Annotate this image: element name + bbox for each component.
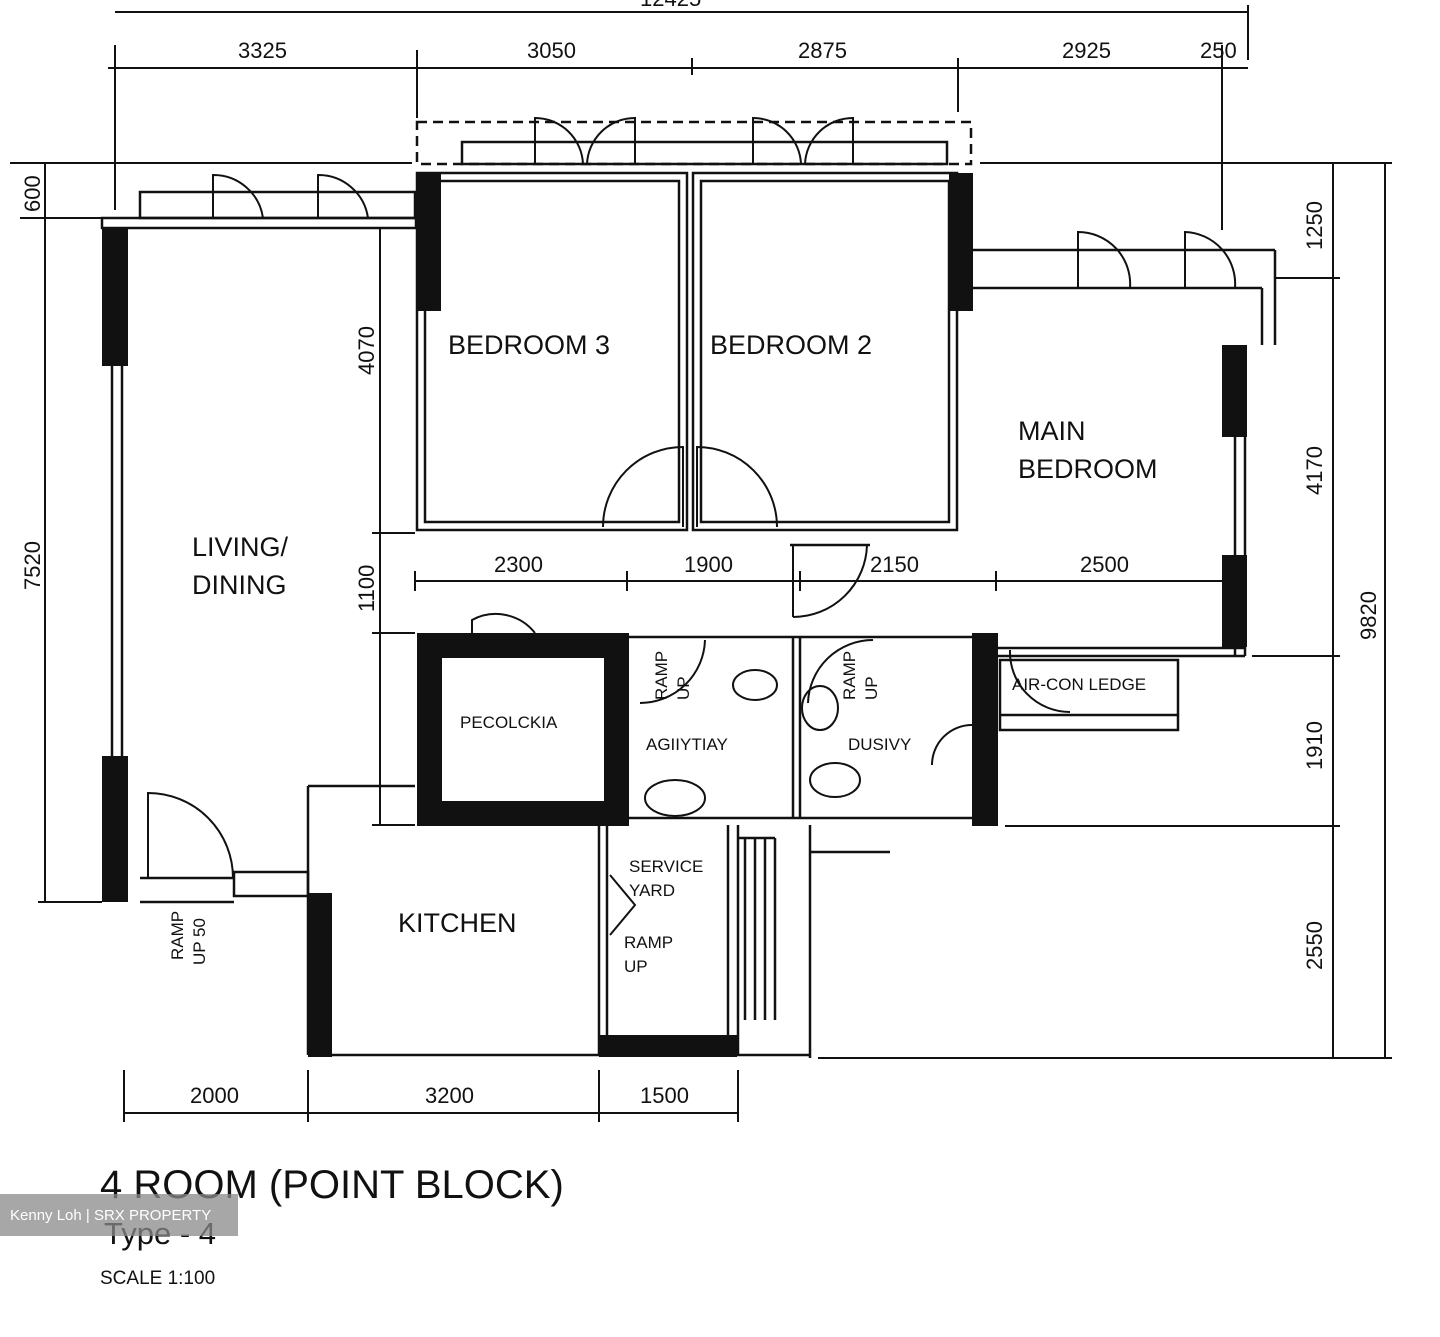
- room-label-household-shelter: PECOLCKIA: [460, 713, 558, 732]
- room-label-bedroom3: BEDROOM 3: [448, 330, 610, 360]
- watermark-text: Kenny Loh | SRX PROPERTY: [10, 1207, 211, 1224]
- household-shelter-interior: [440, 656, 606, 803]
- dim-right-2: 4170: [1302, 446, 1327, 495]
- dim-overall-width: 12425: [640, 0, 701, 11]
- dim-left-2: 7520: [20, 541, 45, 590]
- room-label-air-con-ledge: AIR-CON LEDGE: [1012, 675, 1146, 694]
- dim-bottom-1: 2000: [190, 1083, 239, 1108]
- dim-bottom-2: 3200: [425, 1083, 474, 1108]
- ramp-up-label-bath2: UP: [862, 676, 881, 700]
- dim-middle-2: 1900: [684, 552, 733, 577]
- room-label-living-line2: DINING: [192, 570, 287, 600]
- dim-top-3: 2875: [798, 38, 847, 63]
- dim-far-right: 9820: [1356, 591, 1381, 640]
- doors: [147, 116, 1237, 936]
- room-label-bath2: DUSIVY: [848, 735, 911, 754]
- dim-top-5: 250: [1200, 38, 1237, 63]
- dim-left-1: 600: [20, 175, 45, 212]
- dim-right-1: 1250: [1302, 201, 1327, 250]
- dim-inner-left-2: 1100: [354, 565, 379, 612]
- plan-scale: SCALE 1:100: [100, 1268, 215, 1289]
- room-label-bedroom2: BEDROOM 2: [710, 330, 872, 360]
- dim-right-3: 1910: [1302, 721, 1327, 770]
- ramp-up-label-bath1: UP: [674, 676, 693, 700]
- room-label-service-yard-line2: YARD: [629, 881, 675, 900]
- dim-inner-left-1: 4070: [354, 326, 379, 375]
- room-label-service-yard-line1: SERVICE: [629, 857, 703, 876]
- dim-right-4: 2550: [1302, 921, 1327, 970]
- dim-top-1: 3325: [238, 38, 287, 63]
- dimension-lines: [10, 5, 1392, 1122]
- ramp-label-bath2: RAMP: [840, 651, 859, 700]
- dim-top-4: 2925: [1062, 38, 1111, 63]
- dim-middle-4: 2500: [1080, 552, 1129, 577]
- room-label-bath1: AGIIYTIAY: [646, 735, 728, 754]
- watermark-background: [0, 1194, 238, 1236]
- ramp-up-label-entrance: UP 50: [190, 918, 209, 965]
- wall-solid: [102, 173, 1247, 1057]
- room-label-main-bedroom-line1: MAIN: [1018, 416, 1086, 446]
- ramp-label-entrance: RAMP: [168, 911, 187, 960]
- ramp-label-service-yard: RAMP: [624, 933, 673, 952]
- ramp-label-bath1: RAMP: [652, 651, 671, 700]
- ramp-up-label-service-yard: UP: [624, 957, 648, 976]
- room-label-main-bedroom-line2: BEDROOM: [1018, 454, 1158, 484]
- room-label-living-line1: LIVING/: [192, 532, 289, 562]
- dim-top-2: 3050: [527, 38, 576, 63]
- room-label-kitchen: KITCHEN: [398, 908, 517, 938]
- dim-middle-3: 2150: [870, 552, 919, 577]
- dim-middle-1: 2300: [494, 552, 543, 577]
- dim-bottom-3: 1500: [640, 1083, 689, 1108]
